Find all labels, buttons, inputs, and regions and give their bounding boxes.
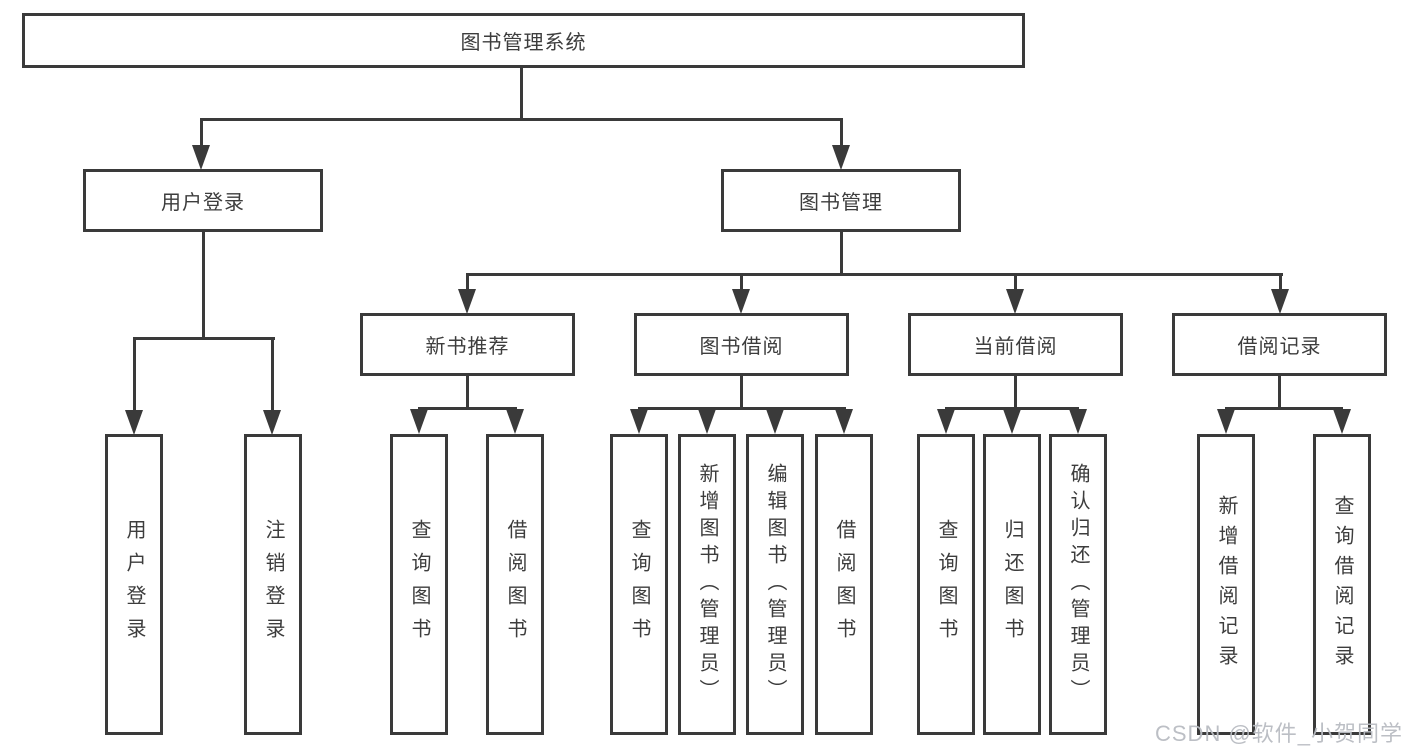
arrowhead-down-icon bbox=[1003, 409, 1021, 434]
arrowhead-down-icon bbox=[698, 409, 716, 434]
arrowhead-down-icon bbox=[732, 289, 750, 314]
arrowhead-down-icon bbox=[192, 145, 210, 170]
node-library-management-system: 图书管理系统 bbox=[22, 13, 1025, 68]
leaf-borrow-books-recommend: 借阅图书 bbox=[486, 434, 544, 735]
node-label: 借阅图书 bbox=[504, 518, 526, 651]
node-new-book-recommend: 新书推荐 bbox=[360, 313, 575, 376]
node-current-borrowing: 当前借阅 bbox=[908, 313, 1123, 376]
arrowhead-down-icon bbox=[630, 409, 648, 434]
node-label: 注销登录 bbox=[262, 518, 284, 651]
node-label: 新增借阅记录 bbox=[1215, 494, 1237, 675]
node-label: 用户登录 bbox=[161, 192, 245, 214]
connector-vline bbox=[133, 337, 136, 413]
connector-hline bbox=[133, 337, 275, 340]
node-label: 归还图书 bbox=[1001, 518, 1023, 651]
arrowhead-down-icon bbox=[458, 289, 476, 314]
connector-vline bbox=[202, 230, 205, 340]
connector-vline bbox=[271, 337, 274, 413]
arrowhead-down-icon bbox=[832, 145, 850, 170]
connector-hline bbox=[200, 118, 843, 121]
node-label: 查询图书 bbox=[935, 518, 957, 651]
node-label: 借阅图书 bbox=[833, 518, 855, 651]
leaf-confirm-return-admin: 确认归还（管理员） bbox=[1049, 434, 1107, 735]
node-label: 确认归还（管理员） bbox=[1067, 463, 1089, 706]
connector-vline bbox=[740, 273, 743, 292]
arrowhead-down-icon bbox=[1217, 409, 1235, 434]
node-label: 借阅记录 bbox=[1237, 336, 1322, 358]
node-label: 编辑图书（管理员） bbox=[764, 463, 786, 706]
node-label: 用户登录 bbox=[123, 518, 145, 651]
node-label: 查询图书 bbox=[628, 518, 650, 651]
arrowhead-down-icon bbox=[1069, 409, 1087, 434]
node-book-borrowing: 图书借阅 bbox=[634, 313, 849, 376]
connector-hline bbox=[466, 273, 1283, 276]
node-label: 查询借阅记录 bbox=[1331, 494, 1353, 675]
connector-vline bbox=[840, 230, 843, 276]
arrowhead-down-icon bbox=[937, 409, 955, 434]
connector-vline bbox=[520, 68, 523, 119]
arrowhead-down-icon bbox=[125, 410, 143, 435]
leaf-add-book-admin: 新增图书（管理员） bbox=[678, 434, 736, 735]
connector-vline bbox=[740, 375, 743, 410]
leaf-query-books-recommend: 查询图书 bbox=[390, 434, 448, 735]
connector-vline bbox=[466, 273, 469, 292]
leaf-add-borrow-record: 新增借阅记录 bbox=[1197, 434, 1255, 735]
node-label: 当前借阅 bbox=[973, 336, 1058, 358]
node-label: 查询图书 bbox=[408, 518, 430, 651]
leaf-user-login: 用户登录 bbox=[105, 434, 163, 735]
leaf-query-borrow-record: 查询借阅记录 bbox=[1313, 434, 1371, 735]
arrowhead-down-icon bbox=[1271, 289, 1289, 314]
node-label: 新增图书（管理员） bbox=[696, 463, 718, 706]
connector-vline bbox=[1014, 273, 1017, 292]
connector-vline bbox=[1014, 375, 1017, 410]
arrowhead-down-icon bbox=[1006, 289, 1024, 314]
leaf-borrow-books-borrowing: 借阅图书 bbox=[815, 434, 873, 735]
connector-hline bbox=[638, 407, 846, 410]
connector-hline bbox=[418, 407, 517, 410]
connector-vline bbox=[1278, 375, 1281, 410]
leaf-logout: 注销登录 bbox=[244, 434, 302, 735]
node-user-login: 用户登录 bbox=[83, 169, 323, 232]
leaf-query-books-current: 查询图书 bbox=[917, 434, 975, 735]
leaf-edit-book-admin: 编辑图书（管理员） bbox=[746, 434, 804, 735]
leaf-return-book: 归还图书 bbox=[983, 434, 1041, 735]
arrowhead-down-icon bbox=[1333, 409, 1351, 434]
arrowhead-down-icon bbox=[263, 410, 281, 435]
arrowhead-down-icon bbox=[410, 409, 428, 434]
connector-hline bbox=[1225, 407, 1343, 410]
connector-vline bbox=[1279, 273, 1282, 292]
node-book-management: 图书管理 bbox=[721, 169, 961, 232]
connector-vline bbox=[466, 375, 469, 410]
arrowhead-down-icon bbox=[766, 409, 784, 434]
arrowhead-down-icon bbox=[506, 409, 524, 434]
connector-vline bbox=[840, 118, 843, 150]
connector-vline bbox=[200, 118, 203, 150]
connector-hline bbox=[945, 407, 1079, 410]
node-label: 图书管理 bbox=[799, 192, 883, 214]
csdn-watermark: CSDN @软件_小贺同学 bbox=[1155, 721, 1404, 746]
leaf-query-books-borrowing: 查询图书 bbox=[610, 434, 668, 735]
node-label: 图书管理系统 bbox=[460, 32, 587, 54]
node-label: 新书推荐 bbox=[425, 336, 510, 358]
arrowhead-down-icon bbox=[835, 409, 853, 434]
node-borrowing-records: 借阅记录 bbox=[1172, 313, 1387, 376]
node-label: 图书借阅 bbox=[699, 336, 784, 358]
